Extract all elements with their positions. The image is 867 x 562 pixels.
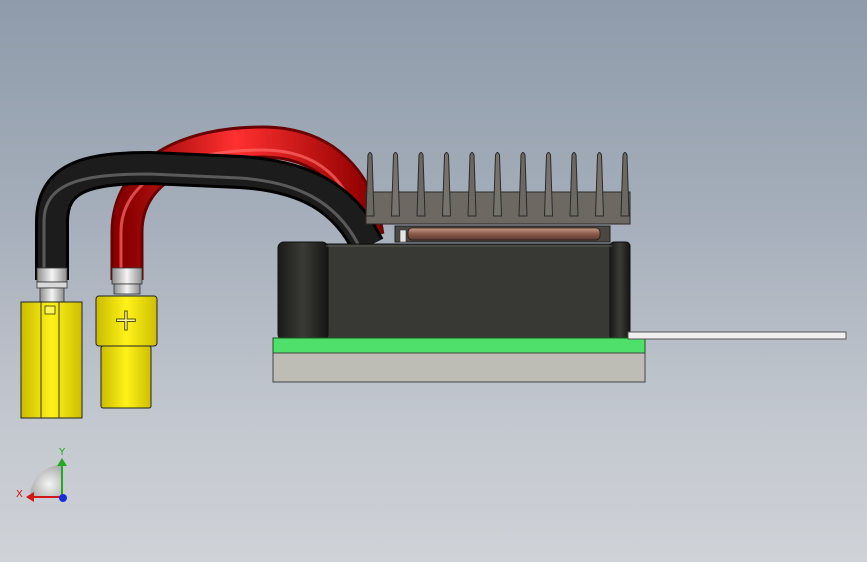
heatsink-fin	[620, 152, 630, 217]
red-power-wire	[110, 125, 385, 280]
heatsink	[365, 152, 631, 225]
heatsink-fin	[416, 152, 426, 217]
heatsink-fin	[569, 152, 579, 217]
y-axis-label: Y	[58, 447, 66, 458]
positive-connector[interactable]: +	[95, 267, 158, 409]
signal-lead	[627, 331, 847, 340]
heatsink-fin	[365, 152, 375, 217]
heatsink-fin	[492, 152, 503, 217]
heatsink-fin	[441, 152, 452, 217]
positive-symbol: +	[113, 303, 138, 338]
x-axis-label: X	[16, 489, 23, 500]
heatsink-fin	[390, 152, 401, 217]
negative-connector[interactable]	[20, 267, 83, 419]
esc-housing	[277, 241, 631, 341]
heatsink-fin	[594, 152, 605, 217]
base-plate	[272, 352, 646, 383]
capacitor-strip	[394, 225, 611, 243]
heatsink-fin	[467, 152, 477, 217]
black-ground-wire	[35, 150, 384, 280]
heatsink-fin	[518, 152, 528, 217]
heatsink-fin	[543, 152, 554, 217]
circuit-board	[272, 337, 646, 354]
coordinate-triad-icon[interactable]: Y X	[16, 447, 67, 502]
